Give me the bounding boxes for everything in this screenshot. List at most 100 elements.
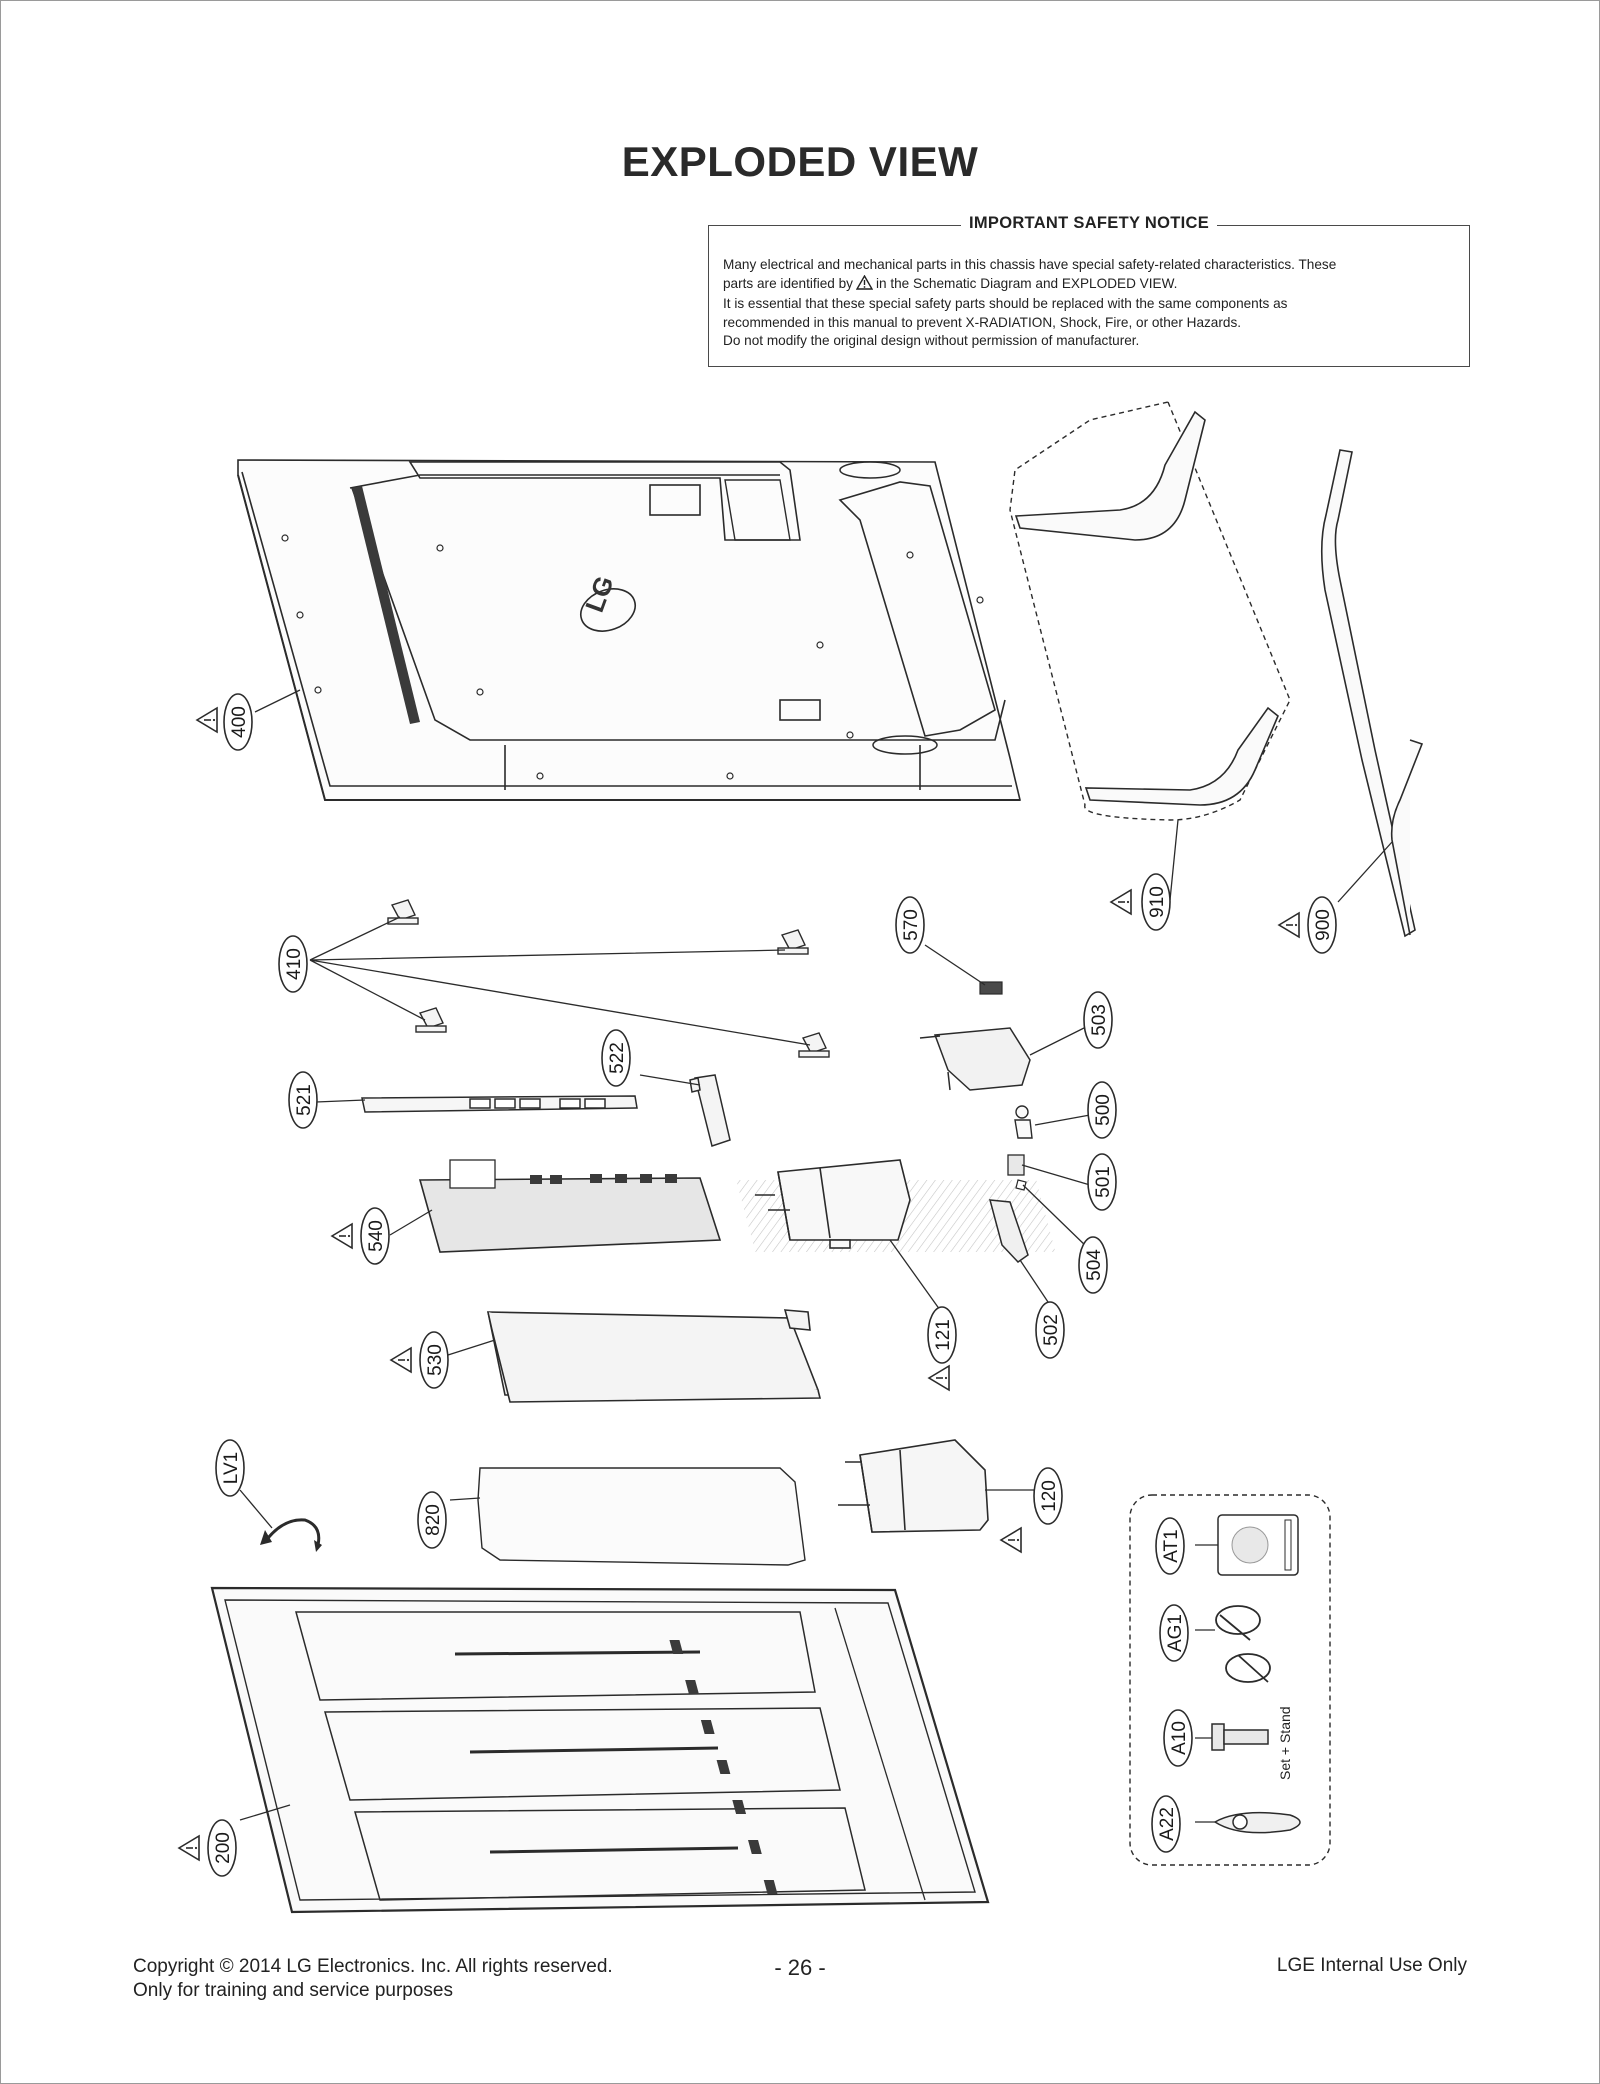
svg-text:500: 500	[1093, 1094, 1114, 1126]
svg-text:AT1: AT1	[1161, 1529, 1182, 1562]
part-label-910: 910	[1141, 873, 1171, 931]
stand-900	[1320, 449, 1424, 938]
part-label-820: 820	[417, 1491, 447, 1549]
shield-120	[838, 1439, 989, 1533]
part-label-503: 503	[1083, 991, 1113, 1049]
main-board-540	[418, 1159, 1056, 1253]
warning-triangle-icon	[196, 707, 218, 733]
svg-text:900: 900	[1313, 909, 1334, 941]
back-cover-400	[237, 459, 1022, 801]
warning-triangle-icon	[331, 1223, 353, 1249]
part-label-502: 502	[1035, 1301, 1065, 1359]
part-502	[988, 1199, 1029, 1263]
safety-notice-heading: IMPORTANT SAFETY NOTICE	[960, 214, 1218, 232]
warning-triangle-icon	[1000, 1527, 1022, 1553]
svg-text:570: 570	[901, 909, 922, 941]
svg-text:522: 522	[607, 1042, 628, 1074]
accessories-group-outline	[1129, 1494, 1331, 1866]
svg-text:503: 503	[1089, 1004, 1110, 1036]
part-label-400: 400	[223, 693, 253, 751]
footer-internal-note: LGE Internal Use Only	[1276, 1955, 1467, 1976]
power-shield-121	[755, 1159, 911, 1249]
power-supply-530	[487, 1309, 822, 1403]
part-label-501: 501	[1087, 1153, 1117, 1211]
warning-triangle-icon	[855, 274, 874, 296]
bracket-410-group	[387, 899, 830, 1058]
stand-910-legs	[1014, 410, 1279, 806]
svg-text:A22: A22	[1157, 1807, 1178, 1841]
svg-text:540: 540	[366, 1220, 387, 1252]
part-label-200: 200	[207, 1819, 237, 1877]
part-label-A22: A22	[1151, 1795, 1181, 1853]
svg-text:200: 200	[213, 1832, 234, 1864]
part-label-521: 521	[288, 1071, 318, 1129]
warning-triangle-icon	[928, 1365, 950, 1391]
safety-notice-box: IMPORTANT SAFETY NOTICE Many electrical …	[708, 214, 1470, 367]
svg-text:AG1: AG1	[1165, 1614, 1186, 1652]
part-503	[919, 1027, 1031, 1091]
screw-note-label: Set + Stand	[1277, 1706, 1293, 1780]
safety-notice-text: Many electrical and mechanical parts in …	[723, 256, 1455, 351]
part-label-530: 530	[419, 1331, 449, 1389]
part-label-504: 504	[1078, 1236, 1108, 1294]
back-cover-stand-slots	[839, 461, 938, 755]
svg-text:LV1: LV1	[221, 1452, 242, 1484]
svg-text:120: 120	[1039, 1480, 1060, 1512]
svg-text:502: 502	[1041, 1314, 1062, 1346]
display-module-200	[210, 1586, 990, 1914]
svg-text:521: 521	[294, 1084, 315, 1116]
back-cover-vent	[352, 486, 420, 724]
svg-text:501: 501	[1093, 1166, 1114, 1198]
part-504	[1015, 1179, 1027, 1191]
svg-text:910: 910	[1147, 886, 1168, 918]
part-500	[1014, 1105, 1033, 1139]
notice-line-1: Many electrical and mechanical parts in …	[723, 257, 1337, 272]
accessory-A10-screw	[1211, 1723, 1269, 1751]
bracket-522	[689, 1074, 731, 1147]
part-label-AT1: AT1	[1155, 1517, 1185, 1575]
part-label-900: 900	[1307, 896, 1337, 954]
warning-triangle-icon	[1110, 889, 1132, 915]
display-module-frame-tabs	[669, 1640, 778, 1894]
insulation-sheet-820	[477, 1467, 806, 1566]
svg-text:504: 504	[1084, 1249, 1105, 1281]
part-label-LV1: LV1	[215, 1439, 245, 1497]
notice-line-4: recommended in this manual to prevent X-…	[723, 314, 1242, 330]
svg-text:820: 820	[423, 1504, 444, 1536]
page-number: - 26 -	[774, 1955, 826, 1980]
part-label-540: 540	[360, 1207, 390, 1265]
cable-LV1-connectors	[260, 1530, 322, 1552]
notice-line-3: It is essential that these special safet…	[723, 296, 1288, 312]
accessory-A22-remote	[1213, 1811, 1301, 1834]
part-label-500: 500	[1087, 1081, 1117, 1139]
cable-LV1	[266, 1518, 321, 1546]
stand-910-group-outline	[1009, 401, 1291, 821]
svg-text:400: 400	[229, 706, 250, 738]
warning-triangle-icon	[178, 1835, 200, 1861]
accessory-AG1-glasses	[1215, 1605, 1271, 1683]
page-title: EXPLODED VIEW	[621, 138, 979, 185]
svg-text:410: 410	[284, 948, 305, 980]
leader-lines	[239, 689, 1393, 1823]
part-label-121: 121	[927, 1306, 957, 1364]
footer-copyright-block: Copyright © 2014 LG Electronics. Inc. Al…	[133, 1955, 613, 2003]
part-label-570: 570	[895, 896, 925, 954]
part-570	[979, 981, 1003, 995]
part-label-AG1: AG1	[1159, 1604, 1189, 1662]
svg-text:530: 530	[425, 1344, 446, 1376]
svg-text:121: 121	[933, 1319, 954, 1351]
part-label-A10: A10	[1163, 1709, 1193, 1767]
warning-triangle-icon	[1278, 912, 1300, 938]
part-501	[1007, 1154, 1025, 1176]
part-label-410: 410	[278, 935, 308, 993]
part-label-120: 120	[1033, 1467, 1063, 1525]
footer-copyright: Copyright © 2014 LG Electronics. Inc. Al…	[133, 1956, 613, 1977]
part-label-522: 522	[601, 1029, 631, 1087]
svg-text:A10: A10	[1169, 1721, 1190, 1755]
accessory-AT1-card	[1217, 1514, 1299, 1576]
footer-training-note: Only for training and service purposes	[133, 1980, 453, 2001]
warning-triangle-icon	[390, 1347, 412, 1373]
back-cover-screw-holes	[281, 534, 984, 780]
